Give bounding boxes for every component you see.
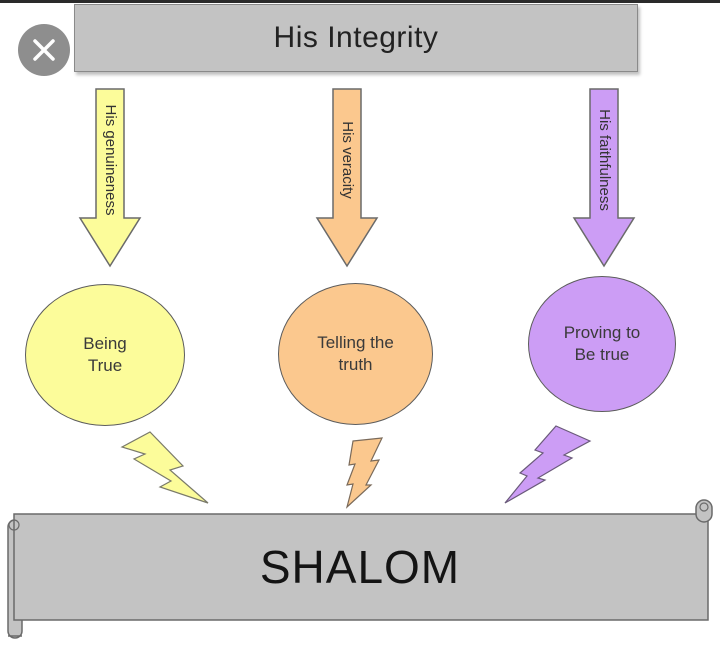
circle-proving-true: Proving to Be true	[528, 276, 676, 412]
scroll-title: SHALOM	[259, 541, 461, 593]
arrow-faithfulness	[572, 88, 636, 268]
top-edge	[0, 0, 720, 3]
circle-label: Being True	[83, 334, 127, 375]
circle-label: Telling the truth	[317, 333, 394, 374]
lightning-bolt-purple	[504, 425, 592, 504]
arrow-veracity	[315, 88, 379, 268]
circle-label: Proving to Be true	[563, 323, 641, 364]
circle-telling-truth: Telling the truth	[278, 283, 433, 425]
integrity-banner: His Integrity	[74, 4, 638, 72]
close-button[interactable]	[18, 24, 70, 76]
close-icon	[33, 39, 55, 61]
circle-being-true: Being True	[25, 284, 185, 426]
arrow-label-genuineness: His genuineness	[102, 104, 119, 216]
arrow-label-faithfulness: His faithfulness	[596, 109, 613, 211]
banner-title: His Integrity	[273, 21, 439, 54]
arrow-label-veracity: His veracity	[339, 121, 356, 199]
lightning-bolt-orange	[345, 437, 384, 509]
shalom-scroll	[7, 499, 713, 639]
lightning-bolt-yellow	[120, 431, 209, 504]
arrow-genuineness	[78, 88, 142, 268]
